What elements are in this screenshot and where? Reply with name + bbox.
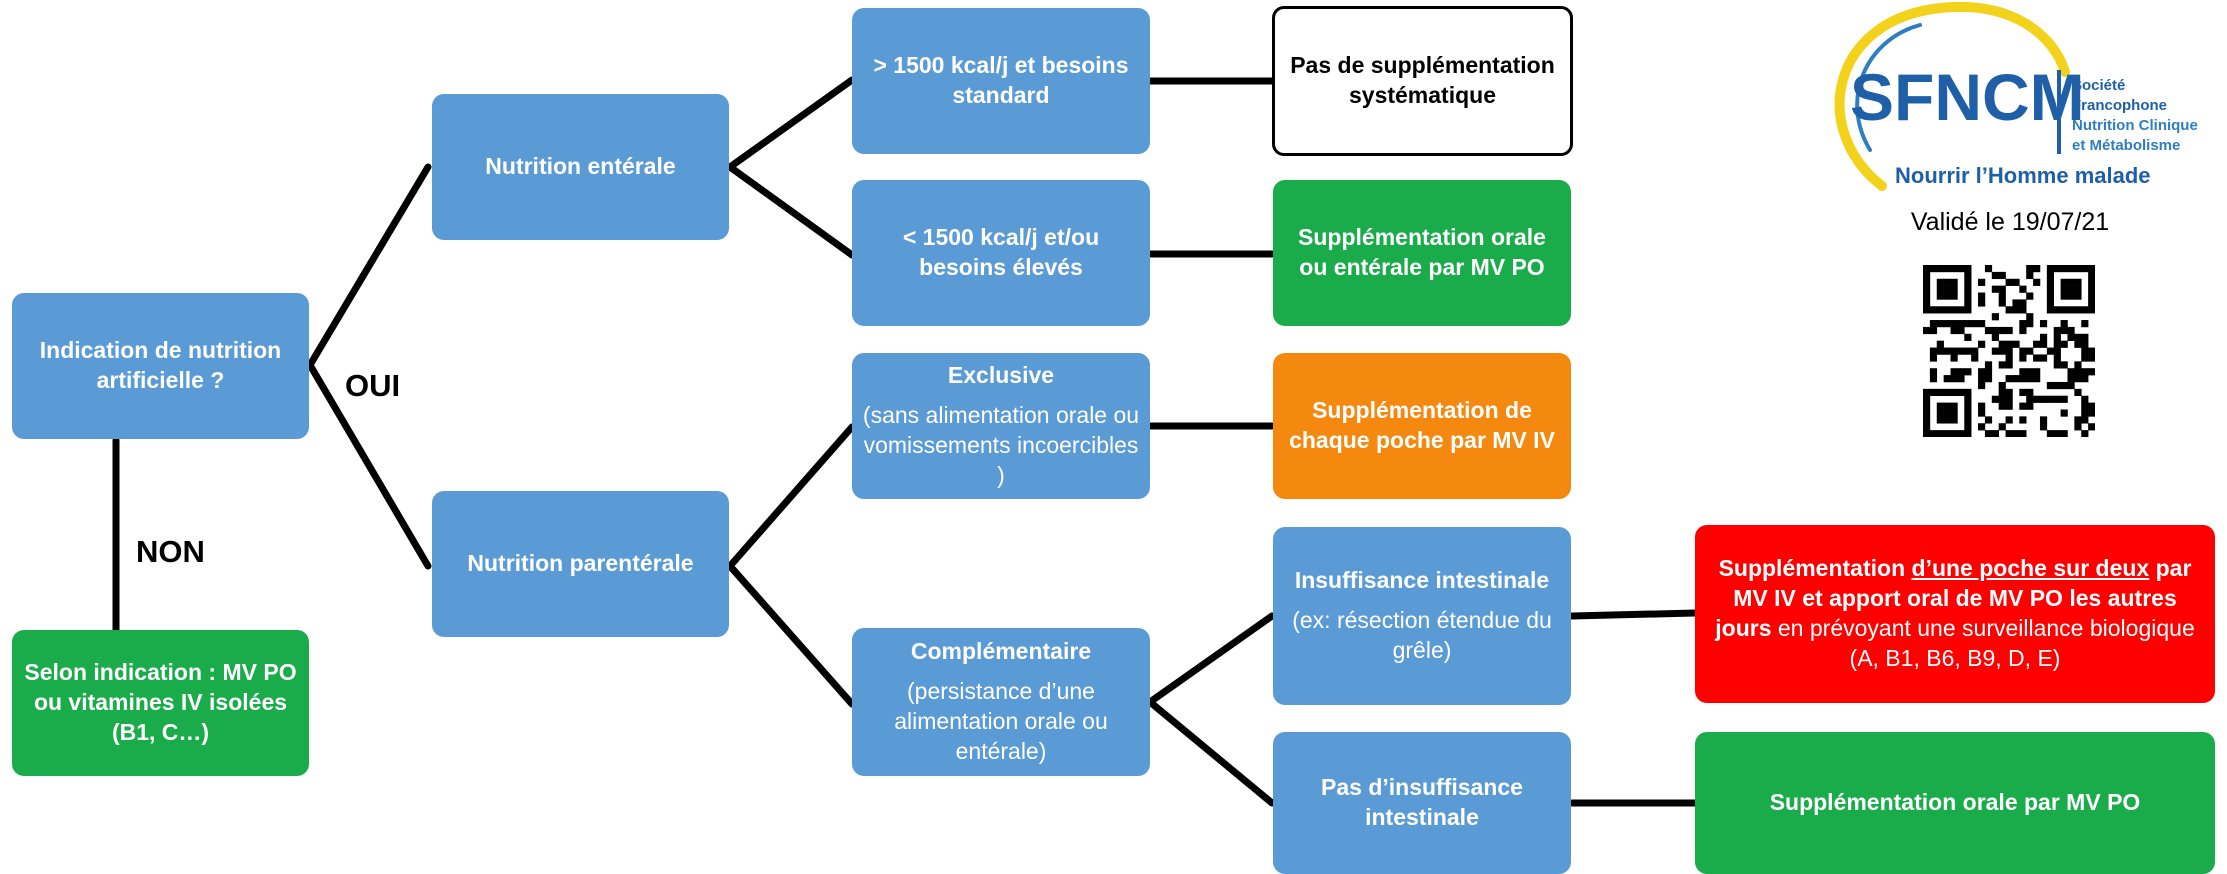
parenterale-text: Nutrition parentérale [467,550,694,577]
exclusive-title: Exclusive [947,362,1055,389]
exclusive-subtitle: (sans alimentation orale ou vomissements… [862,402,1140,488]
non-result-text: Selon indication : MV PO ou vitamines IV… [24,659,297,745]
high-needs-node: < 1500 kcal/j et/ou besoins élevés [852,180,1150,326]
logo-line-3: Nutrition Clinique [2072,117,2198,134]
enterale-node: Nutrition entérale [432,94,729,240]
alt-text-part4: les autres jours [1715,585,2177,641]
sfncm-logo: SFNCM Société Francophone Nutrition Clin… [1810,0,2227,210]
sfncm-logo-graphic: SFNCM Société Francophone Nutrition Clin… [1834,1,2198,191]
oral-supplementation-node: Supplémentation orale par MV PO [1695,732,2215,874]
logo-line-4: et Métabolisme [2072,137,2180,154]
oral-enteral-supplementation-text: Supplémentation orale ou entérale par MV… [1298,224,1546,280]
non-label: NON [136,534,205,569]
pas-insuffisance-node: Pas d’insuffisance intestinale [1273,732,1571,874]
logo-tagline: Nourrir l’Homme malade [1895,163,2151,188]
validation-date: Validé le 19/07/21 [1910,208,2110,236]
oral-enteral-supplementation-node: Supplémentation orale ou entérale par MV… [1273,180,1571,326]
insuffisance-subtitle: (ex: résection étendue du grêle) [1292,607,1552,663]
no-supplementation-node: Pas de supplémentation systématique [1272,6,1573,156]
standard-needs-text: > 1500 kcal/j et besoins standard [873,52,1129,108]
complementaire-title: Complémentaire [910,638,1092,665]
qr-code-icon [1923,265,2096,438]
complementaire-node: Complémentaire (persistance d’une alimen… [852,628,1150,776]
oral-supplementation-text: Supplémentation orale par MV PO [1769,789,2141,816]
non-result-node: Selon indication : MV PO ou vitamines IV… [12,630,309,776]
oui-label: OUI [345,368,401,403]
alt-text-part3: par MV IV et apport oral de MV PO [1733,555,2192,612]
alt-text-part1: Supplémentation [1718,555,1912,582]
insuffisance-title: Insuffisance intestinale [1294,567,1550,594]
each-bag-supplementation-node: Supplémentation de chaque poche par MV I… [1273,353,1571,499]
high-needs-text: < 1500 kcal/j et/ou besoins élevés [902,224,1100,280]
complementaire-subtitle: (persistance d’une alimentation orale ou… [894,678,1108,764]
alternate-bag-supplementation-node: Supplémentation d’une poche sur deux par… [1695,525,2215,703]
logo-line-1: Société [2072,77,2125,94]
logo-line-2: Francophone [2072,97,2167,114]
no-supplementation-text: Pas de supplémentation systématique [1290,52,1555,108]
logo-acronym: SFNCM [1850,60,2085,134]
pas-insuffisance-text: Pas d’insuffisance intestinale [1321,774,1523,830]
each-bag-supplementation-text: Supplémentation de chaque poche par MV I… [1289,397,1555,453]
alt-text-part5: en prévoyant une surveillance biologique… [1771,615,2195,671]
exclusive-node: Exclusive (sans alimentation orale ou vo… [852,353,1150,499]
standard-needs-node: > 1500 kcal/j et besoins standard [852,8,1150,154]
alternate-bag-supplementation-text: Supplémentation d’une poche sur deux par… [1709,554,2201,674]
alt-text-part2: d’une poche sur deux [1911,555,2150,582]
enterale-text: Nutrition entérale [485,153,676,180]
parenterale-node: Nutrition parentérale [432,491,729,637]
start-node-text: Indication de nutrition artificielle ? [39,337,282,393]
insuffisance-node: Insuffisance intestinale (ex: résection … [1273,527,1571,705]
start-node: Indication de nutrition artificielle ? [12,293,309,439]
